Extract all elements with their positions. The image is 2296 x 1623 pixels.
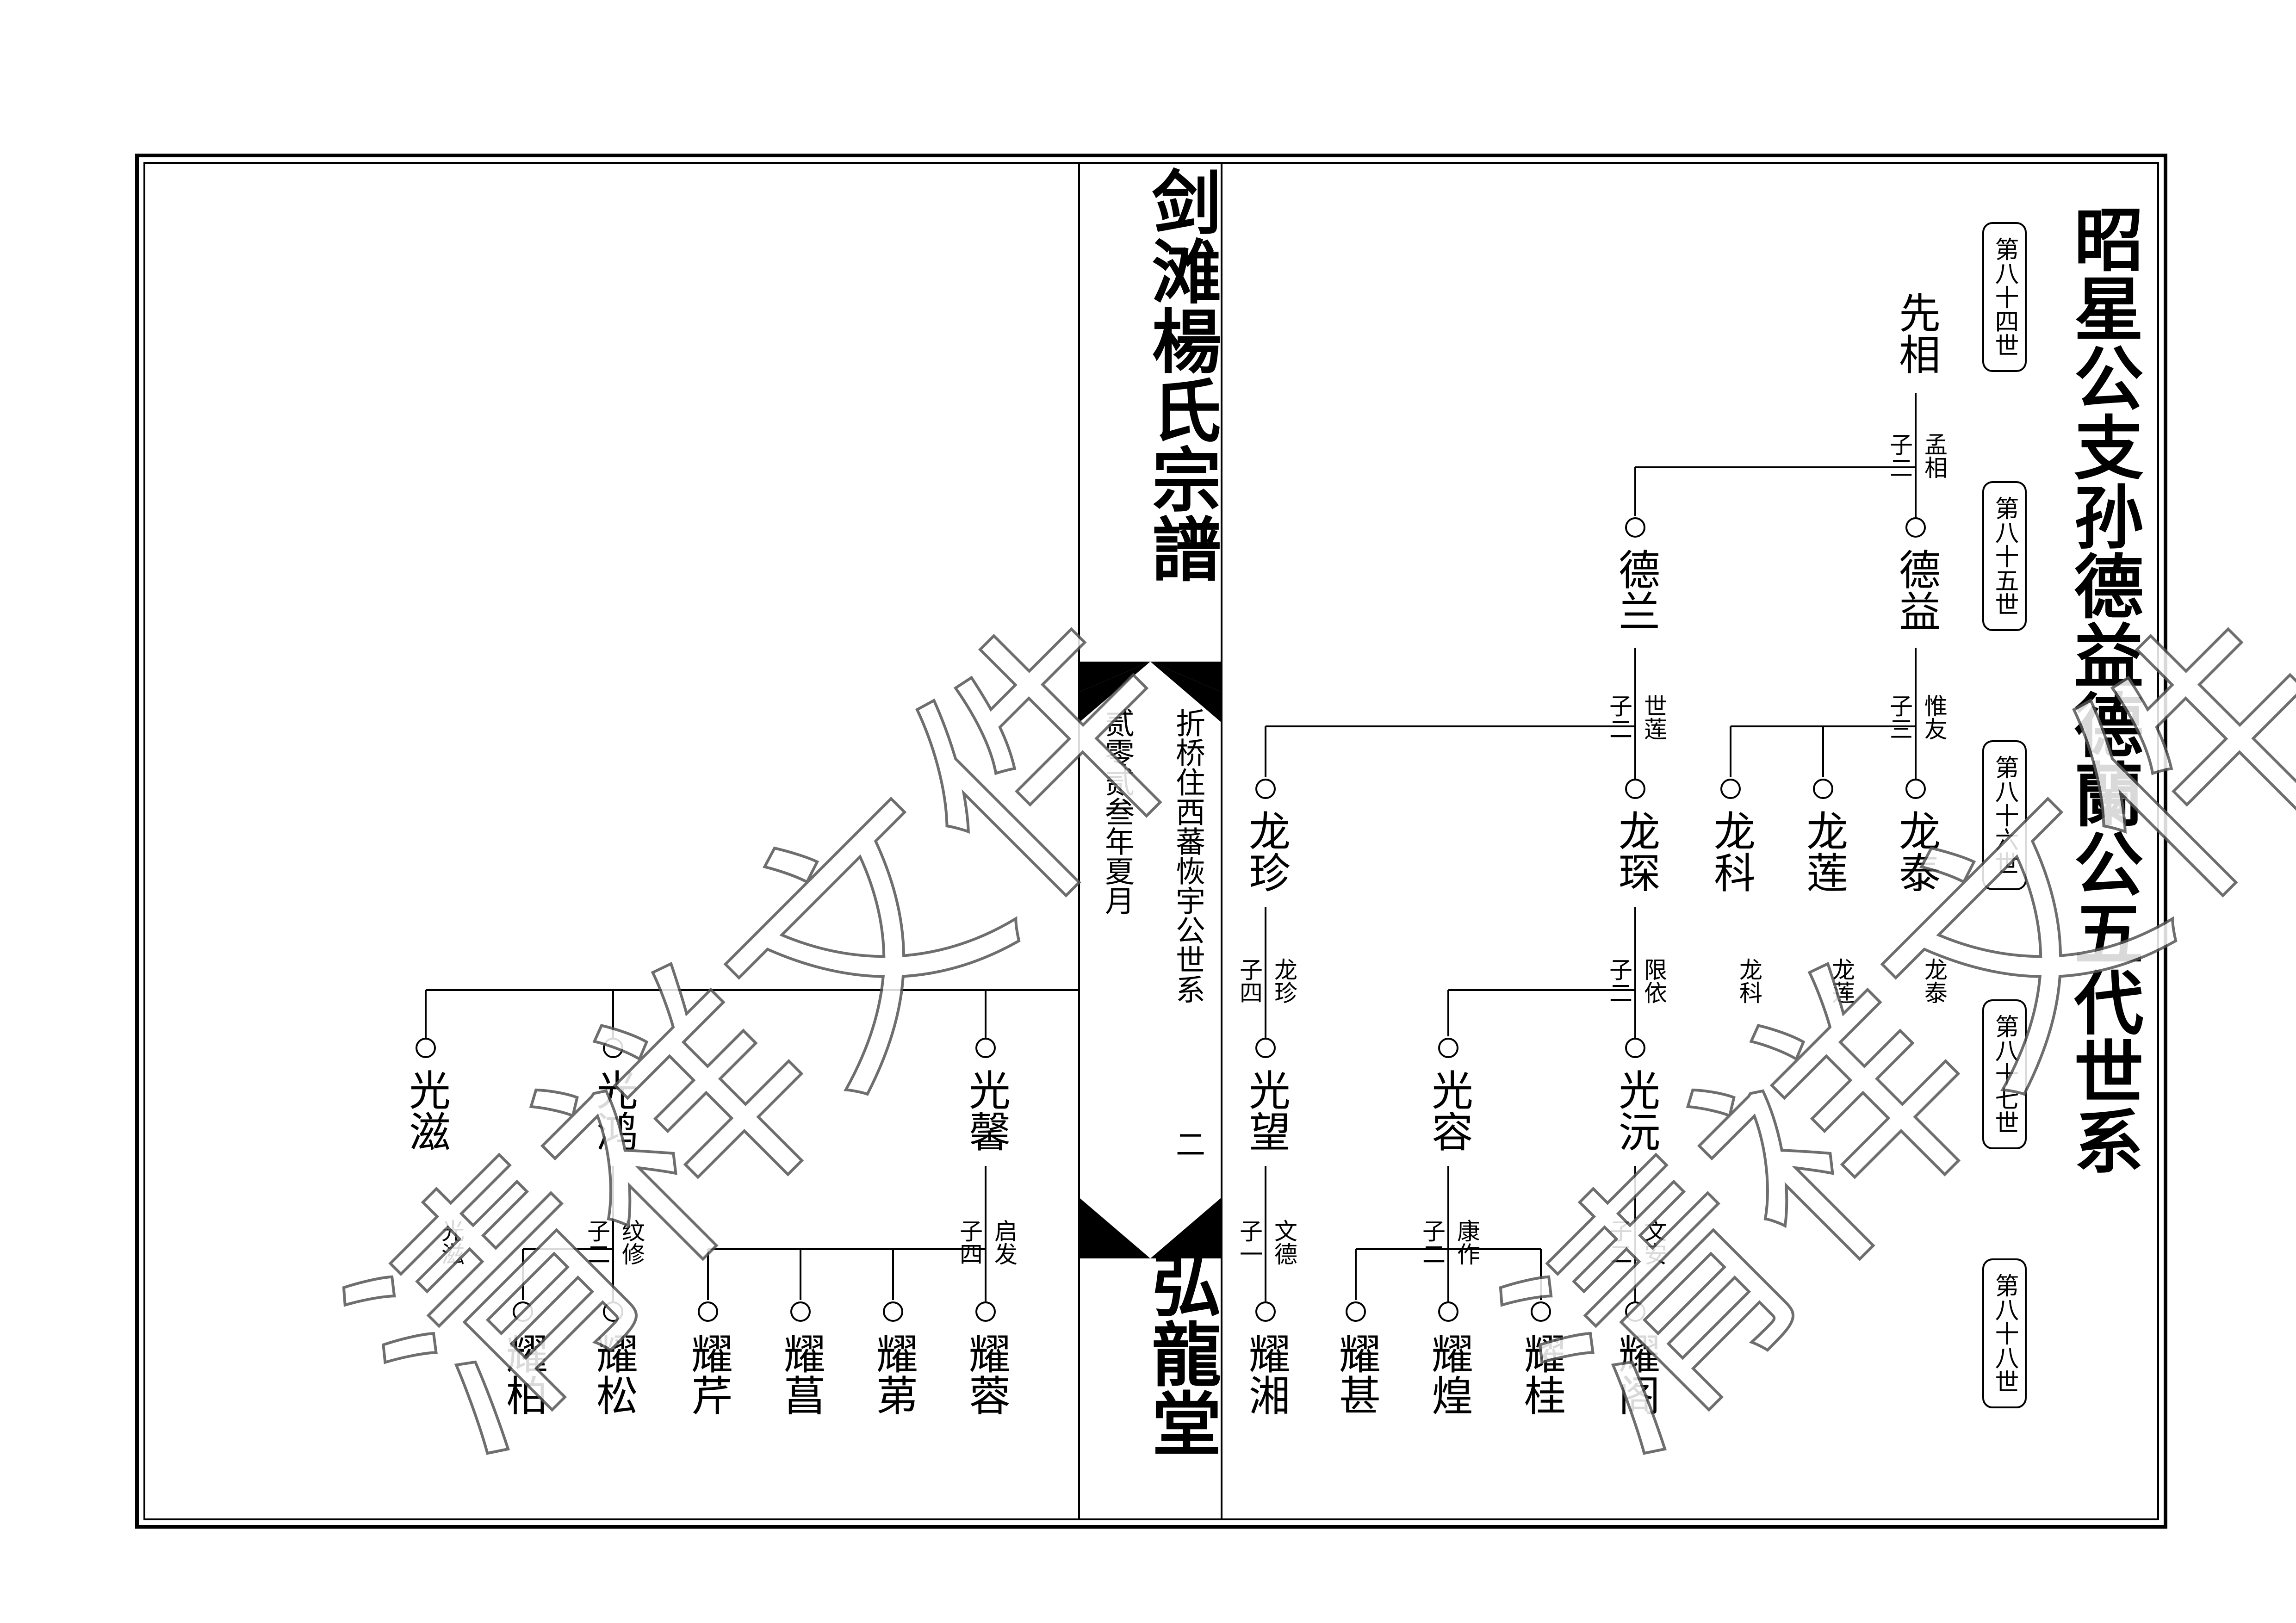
note-courtesy-name: 文安 <box>1640 1219 1667 1265</box>
person-yaoxiang: 耀湘 <box>1241 1332 1290 1416</box>
generation-label-86: 第八十六世 <box>1982 740 2027 890</box>
person-yaoge: 耀阁 <box>1611 1332 1660 1416</box>
spine-hall-name: 弘龍堂 <box>1140 1249 1222 1457</box>
person-longke: 龙科 <box>1706 810 1755 893</box>
note-courtesy-name: 限依 <box>1640 958 1667 1004</box>
note-son-count: 子二 <box>1886 433 1913 479</box>
note-son-count: 子二 <box>583 1219 610 1265</box>
note-son-count: 子三 <box>1886 694 1913 740</box>
person-deyi: 德益 <box>1892 548 1940 632</box>
note-son-count: 子二 <box>1419 1219 1446 1265</box>
person-guangzi: 光滋 <box>402 1069 450 1152</box>
person-longlian: 龙莲 <box>1799 810 1848 893</box>
note-son-count: 子二 <box>1606 1219 1632 1265</box>
person-yaoti: 耀苐 <box>869 1332 918 1416</box>
note-son-count: 子二 <box>1606 958 1632 1004</box>
note-son-count: 子四 <box>956 1219 983 1265</box>
note-courtesy-name: 纹修 <box>618 1219 645 1265</box>
note-courtesy-name: 龙泰 <box>1921 958 1948 1004</box>
note-courtesy-name: 世莲 <box>1640 694 1667 740</box>
person-xianxiang: 先相 <box>1892 291 1940 375</box>
person-longshen: 龙琛 <box>1611 810 1660 893</box>
note-courtesy-name: 龙莲 <box>1828 958 1855 1004</box>
note-courtesy-name: 龙科 <box>1736 958 1762 1004</box>
note-courtesy-name: 龙珍 <box>1271 958 1297 1004</box>
note-courtesy-name: 惟友 <box>1921 694 1948 740</box>
note-courtesy-name: 光滋 <box>438 1219 465 1265</box>
person-yaohuang: 耀煌 <box>1424 1332 1473 1416</box>
person-yaoshen: 耀甚 <box>1332 1332 1380 1416</box>
person-yaoqin: 耀芹 <box>684 1332 732 1416</box>
spine-page-number: 二 <box>1171 1129 1205 1158</box>
book-spine <box>1078 162 1222 1520</box>
person-longzhen: 龙珍 <box>1241 810 1290 893</box>
generation-label-87: 第八十七世 <box>1982 999 2027 1149</box>
generation-label-88: 第八十八世 <box>1982 1258 2027 1408</box>
inner-frame <box>143 162 2159 1520</box>
person-guangwang: 光望 <box>1241 1069 1290 1152</box>
person-yaochang: 耀菖 <box>776 1332 825 1416</box>
note-courtesy-name: 康作 <box>1453 1219 1480 1265</box>
spine-date: 贰零贰叁年夏月 <box>1100 708 1134 915</box>
person-yaobai: 耀柏 <box>499 1332 547 1416</box>
spine-top-chevron <box>1080 662 1221 722</box>
person-yaorong: 耀蓉 <box>962 1332 1010 1416</box>
spine-branch: 折桥住西蕃恢宇公世系 <box>1171 708 1205 1004</box>
main-title: 昭星公支孙德益德蘭公五代世系 <box>2062 204 2144 1175</box>
note-courtesy-name: 孟相 <box>1921 433 1948 479</box>
person-yaogui: 耀桂 <box>1517 1332 1565 1416</box>
person-yaosong: 耀松 <box>589 1332 638 1416</box>
person-longtai: 龙泰 <box>1892 810 1940 893</box>
person-guangrong: 光容 <box>1424 1069 1473 1152</box>
person-guanghong: 光鸿 <box>589 1069 638 1152</box>
person-guangxin: 光馨 <box>962 1069 1010 1152</box>
outer-frame <box>135 154 2167 1529</box>
note-courtesy-name: 文德 <box>1271 1219 1297 1265</box>
spine-title: 剑滩楊氏宗譜 <box>1140 167 1222 583</box>
generation-label-85: 第八十五世 <box>1982 481 2027 631</box>
person-delan: 德兰 <box>1611 548 1660 632</box>
person-guangyuan: 光沅 <box>1611 1069 1660 1152</box>
note-son-count: 子四 <box>1236 958 1263 1004</box>
spine-bottom-chevron <box>1080 1198 1221 1258</box>
note-courtesy-name: 启发 <box>991 1219 1018 1265</box>
note-son-count: 子一 <box>1236 1219 1263 1265</box>
generation-label-84: 第八十四世 <box>1982 222 2027 372</box>
note-son-count: 子二 <box>1606 694 1632 740</box>
